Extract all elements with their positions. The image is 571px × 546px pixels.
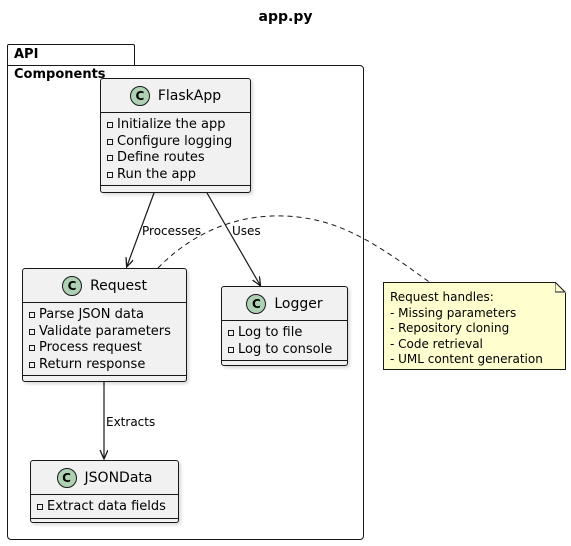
edge-label-uses: Uses (232, 224, 261, 238)
member: Log to file (228, 325, 341, 342)
edge-flaskapp-request (127, 192, 155, 266)
class-stereotype-icon: C (62, 275, 83, 296)
member-label: Log to console (238, 341, 333, 357)
note-line: - UML content generation (390, 352, 543, 366)
private-visibility-icon (29, 328, 35, 335)
class-methods-section (222, 361, 347, 368)
note-line: - Code retrieval (390, 336, 483, 351)
class-methods-section (101, 186, 250, 193)
package-api-components (7, 65, 364, 540)
member: Initialize the app (107, 117, 244, 134)
class-members: Extract data fields (31, 495, 178, 519)
note-line: Request handles: (390, 290, 494, 304)
private-visibility-icon (107, 122, 113, 129)
member-label: Process request (39, 340, 142, 356)
edge-label-processes: Processes (142, 224, 202, 238)
class-stereotype-icon: C (56, 467, 77, 488)
member: Parse JSON data (29, 307, 180, 324)
package-tab: API Components (7, 44, 135, 82)
class-header: C FlaskApp (101, 79, 250, 113)
class-header: C JSONData (31, 461, 178, 495)
private-visibility-icon (107, 155, 113, 162)
class-members: Initialize the app Configure logging Def… (101, 113, 250, 186)
member-label: Define routes (117, 150, 205, 166)
class-header: C Logger (222, 287, 347, 321)
class-flaskapp[interactable]: C FlaskApp Initialize the app Configure … (100, 78, 251, 193)
class-members: Log to file Log to console (222, 321, 347, 361)
class-stereotype-icon: C (246, 293, 267, 314)
member-label: Run the app (117, 166, 196, 182)
class-header: C Request (23, 269, 186, 303)
class-name: JSONData (84, 469, 153, 486)
private-visibility-icon (29, 345, 35, 352)
member: Extract data fields (37, 499, 172, 516)
member: Return response (29, 357, 180, 374)
member: Configure logging (107, 134, 244, 151)
member: Validate parameters (29, 324, 180, 341)
diagram-title: app.py (258, 9, 313, 25)
class-name: Request (90, 277, 147, 294)
member: Run the app (107, 167, 244, 184)
note-line: - Missing parameters (390, 305, 517, 320)
class-logger[interactable]: C Logger Log to file Log to console (221, 286, 348, 366)
class-request[interactable]: C Request Parse JSON data Validate param… (22, 268, 187, 382)
member-label: Initialize the app (117, 117, 226, 133)
private-visibility-icon (107, 138, 113, 145)
class-methods-section (23, 376, 186, 383)
member-label: Validate parameters (39, 323, 171, 339)
edge-flaskapp-logger (206, 192, 260, 285)
private-visibility-icon (29, 312, 35, 319)
private-visibility-icon (37, 504, 43, 511)
note-line: - Repository cloning (390, 321, 510, 335)
class-members: Parse JSON data Validate parameters Proc… (23, 303, 186, 376)
edge-label-extracts: Extracts (106, 415, 156, 429)
member-label: Log to file (238, 325, 303, 341)
member: Log to console (228, 342, 341, 359)
private-visibility-icon (228, 330, 234, 337)
member-label: Configure logging (117, 133, 233, 149)
member: Define routes (107, 150, 244, 167)
member: Process request (29, 340, 180, 357)
class-methods-section (31, 519, 178, 526)
private-visibility-icon (228, 346, 234, 353)
note-connector (157, 215, 433, 285)
member-label: Return response (39, 356, 146, 372)
private-visibility-icon (107, 171, 113, 178)
member-label: Extract data fields (47, 499, 166, 515)
class-name: Logger (274, 295, 323, 312)
class-stereotype-icon: C (129, 85, 150, 106)
class-name: FlaskApp (157, 87, 222, 104)
private-visibility-icon (29, 361, 35, 368)
note-fold-icon (555, 282, 566, 293)
member-label: Parse JSON data (39, 307, 144, 323)
class-jsondata[interactable]: C JSONData Extract data fields (30, 460, 179, 523)
note-request-handles[interactable]: Request handles: - Missing parameters - … (383, 282, 566, 370)
